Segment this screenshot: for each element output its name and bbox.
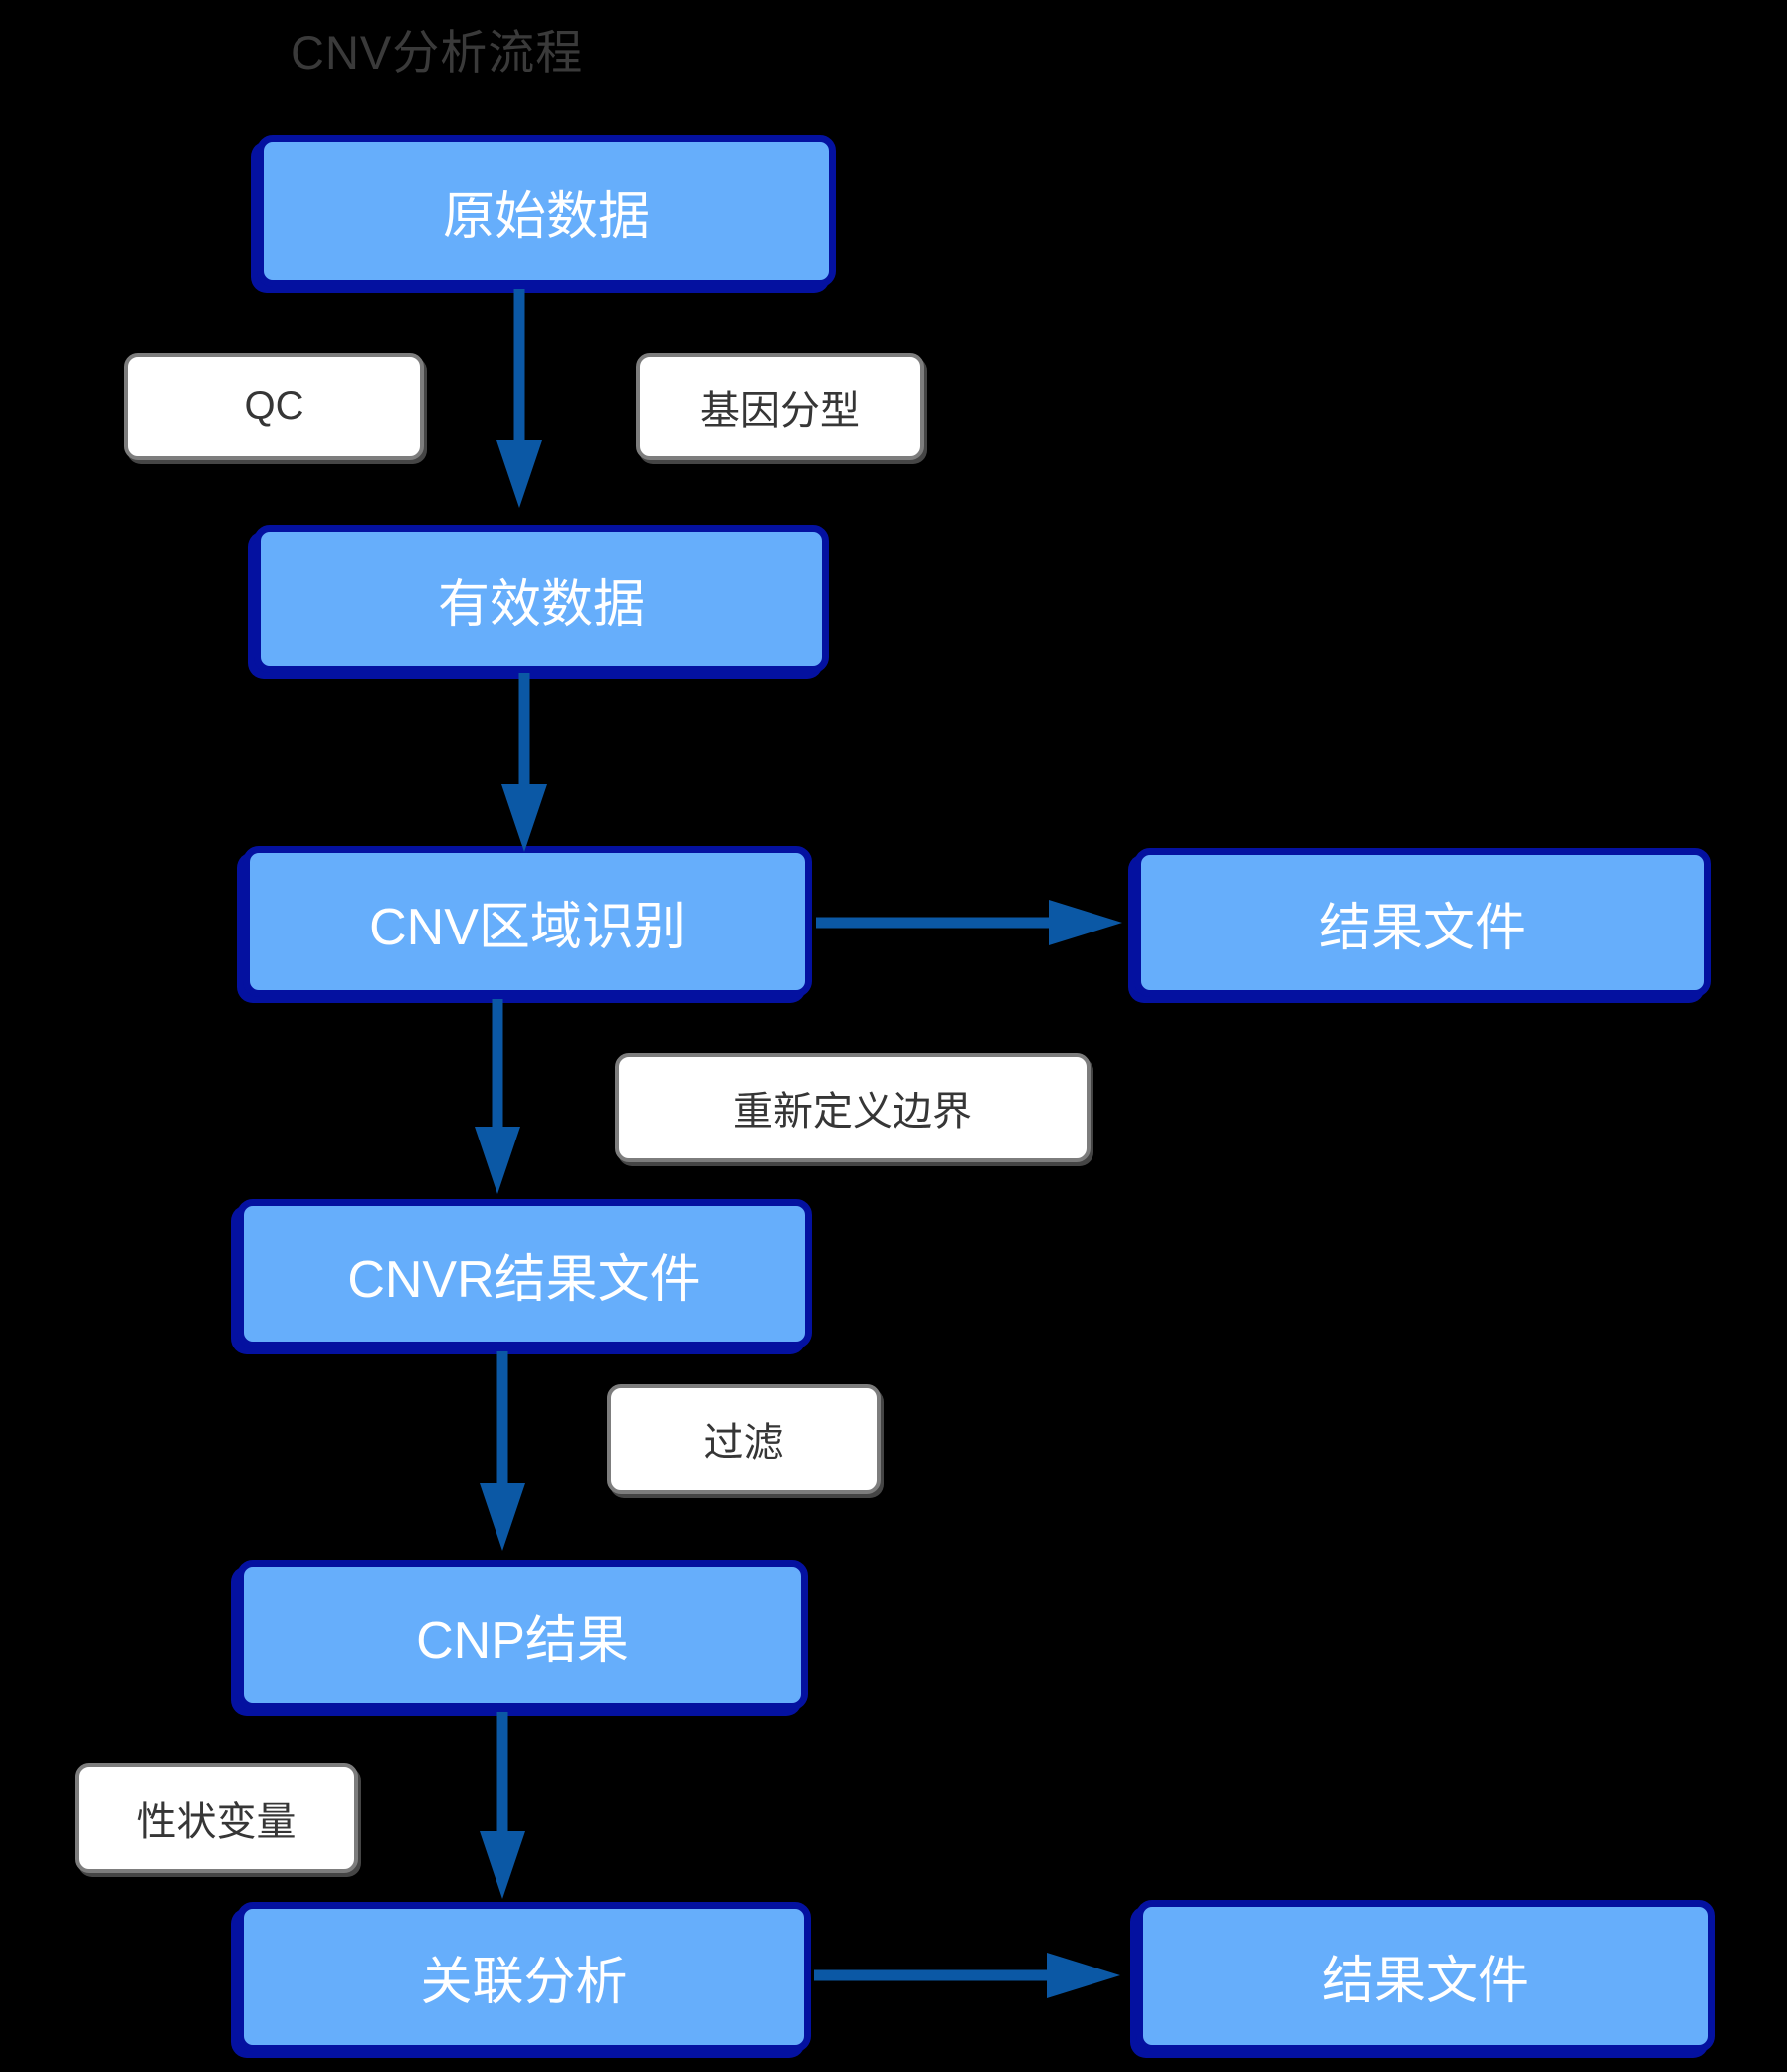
node-cnp-result-label: CNP结果 (416, 1611, 629, 1670)
node-raw-data: 原始数据 (257, 135, 836, 287)
arrow-assoc-to-result-file (814, 1953, 1120, 1998)
node-cnvr-result-file-label: CNVR结果文件 (347, 1250, 701, 1309)
node-cnv-region-identification-label: CNV区域识别 (369, 898, 686, 956)
node-cnvr-result-file: CNVR结果文件 (237, 1199, 812, 1348)
label-redefine-boundary-text: 重新定义边界 (733, 1090, 972, 1134)
arrow-valid-to-cnv-region (501, 673, 547, 852)
arrow-cnp-to-assoc (480, 1712, 525, 1899)
diagram-title: CNV分析流程 (291, 26, 584, 79)
node-association-analysis-label: 关联分析 (420, 1954, 628, 2011)
arrow-raw-to-valid (496, 289, 542, 508)
node-result-file-top-label: 结果文件 (1318, 899, 1526, 957)
node-cnv-region-identification: CNV区域识别 (243, 846, 812, 997)
arrow-cnv-region-to-cnvr (475, 999, 520, 1194)
label-qc: QC (124, 353, 424, 460)
label-genotyping-text: 基因分型 (700, 388, 860, 433)
node-association-analysis: 关联分析 (237, 1902, 811, 2052)
label-filter-text: 过滤 (703, 1421, 784, 1465)
node-raw-data-label: 原始数据 (442, 187, 650, 246)
node-result-file-bottom-label: 结果文件 (1321, 1953, 1529, 2010)
node-result-file-top: 结果文件 (1134, 848, 1711, 997)
label-filter: 过滤 (607, 1384, 881, 1494)
arrow-cnvr-to-cnp (480, 1351, 525, 1551)
arrow-cnv-region-to-result-file (816, 900, 1122, 945)
label-trait-variable-text: 性状变量 (136, 1800, 297, 1844)
label-qc-text: QC (244, 384, 304, 428)
label-genotyping: 基因分型 (636, 353, 924, 460)
node-cnp-result: CNP结果 (237, 1560, 808, 1710)
label-trait-variable: 性状变量 (75, 1763, 358, 1873)
label-redefine-boundary: 重新定义边界 (615, 1053, 1091, 1162)
node-valid-data: 有效数据 (254, 525, 829, 673)
node-valid-data-label: 有效数据 (437, 575, 645, 634)
node-result-file-bottom: 结果文件 (1136, 1900, 1715, 2052)
